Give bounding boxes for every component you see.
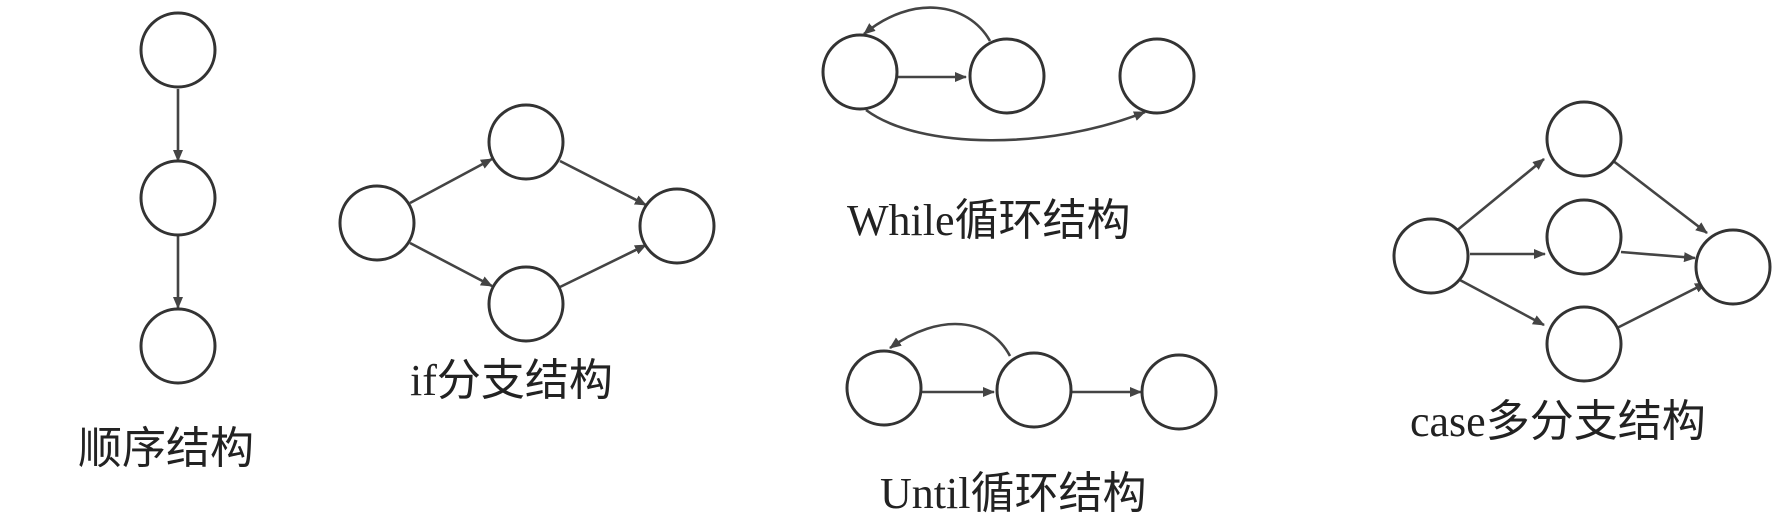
until-node-3 xyxy=(1140,353,1218,431)
case-edge-bottom-end xyxy=(1616,281,1707,330)
if-node-start xyxy=(338,184,416,262)
until-loop-caption: Until循环结构 xyxy=(880,469,1146,518)
sequence-node-3 xyxy=(139,307,217,385)
while-node-3 xyxy=(1118,37,1196,115)
if-edge-top-end xyxy=(559,159,647,207)
if-node-end xyxy=(638,187,716,265)
while-loop-structure: While循环结构 xyxy=(821,6,1196,245)
case-node-end xyxy=(1694,228,1772,306)
case-branch-structure: case多分支结构 xyxy=(1392,100,1772,446)
if-branch-caption: if分支结构 xyxy=(410,356,613,405)
case-node-middle xyxy=(1545,198,1623,276)
if-node-bottom xyxy=(487,265,565,343)
if-edge-bottom-end xyxy=(559,243,647,289)
case-edge-start-top xyxy=(1454,157,1545,234)
while-loop-caption: While循环结构 xyxy=(847,196,1131,245)
until-node-1 xyxy=(845,349,923,427)
case-node-bottom xyxy=(1545,305,1623,383)
case-edge-start-bottom xyxy=(1457,277,1545,327)
case-edge-top-end xyxy=(1611,158,1708,235)
case-node-start xyxy=(1392,217,1470,295)
while-node-2 xyxy=(968,37,1046,115)
while-node-1 xyxy=(821,33,899,111)
while-edge-loop-back xyxy=(863,6,992,42)
if-node-top xyxy=(487,103,565,181)
while-edge-exit xyxy=(865,108,1146,142)
sequence-node-2 xyxy=(139,159,217,237)
if-edge-start-bottom xyxy=(409,241,493,288)
case-node-top xyxy=(1545,100,1623,178)
if-branch-structure: if分支结构 xyxy=(338,103,716,405)
sequence-caption: 顺序结构 xyxy=(78,424,254,473)
until-node-2 xyxy=(995,351,1073,429)
until-edge-loop-back xyxy=(889,322,1012,357)
if-edge-start-top xyxy=(409,157,493,205)
sequence-structure: 顺序结构 xyxy=(78,11,254,473)
case-branch-caption: case多分支结构 xyxy=(1410,397,1706,446)
sequence-node-1 xyxy=(139,11,217,89)
until-loop-structure: Until循环结构 xyxy=(845,322,1218,518)
case-edge-middle-end xyxy=(1620,250,1696,263)
